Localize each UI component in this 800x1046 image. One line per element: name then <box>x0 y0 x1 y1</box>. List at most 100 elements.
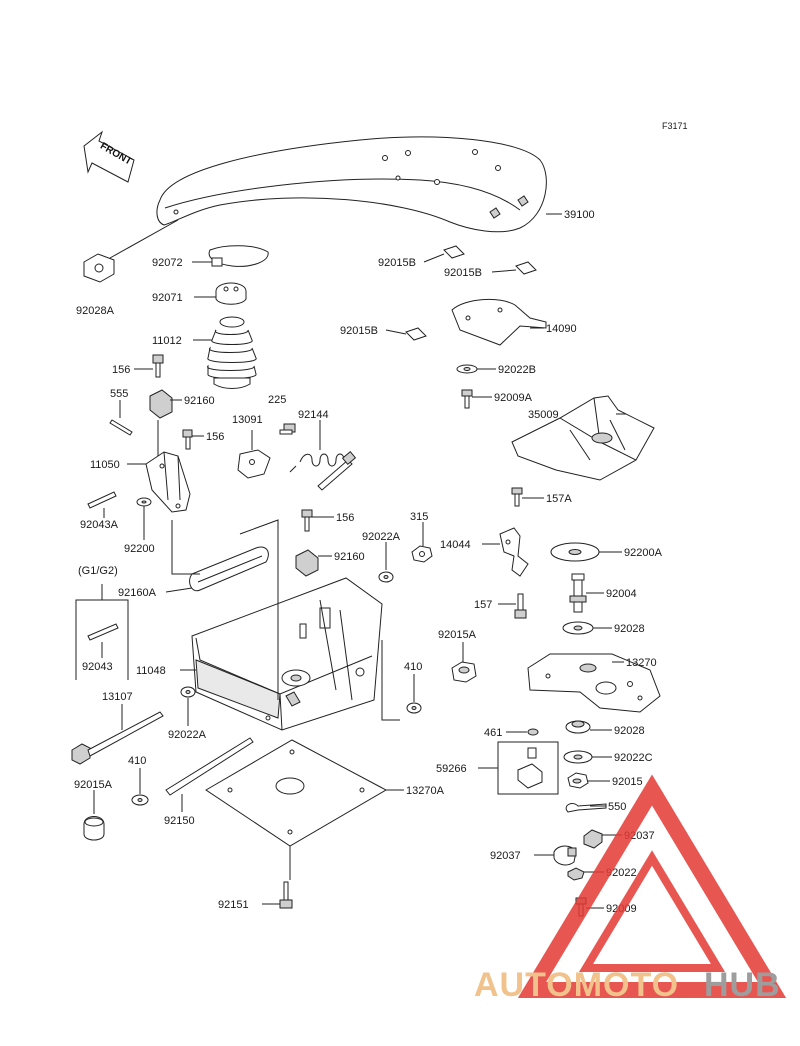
nut-315 <box>411 545 433 563</box>
label-92043a: 92043A <box>80 519 119 531</box>
bolt-156-a <box>152 354 164 378</box>
steering-base-11048 <box>191 577 383 731</box>
washer-92200a <box>550 542 600 562</box>
long-bolt-13107 <box>71 711 164 765</box>
clip-92015b-1 <box>443 245 465 259</box>
part-labels: 39100 92028A 92072 92071 11012 156 92015… <box>74 209 663 915</box>
spring-rod <box>317 451 357 491</box>
label-92160-a: 92160 <box>184 395 215 407</box>
label-59266: 59266 <box>436 763 467 775</box>
plate-13270 <box>527 653 661 713</box>
plate-13270a <box>205 739 388 847</box>
label-92150: 92150 <box>164 815 195 827</box>
stopper-92160-b <box>295 549 319 577</box>
cover-14090 <box>451 298 547 346</box>
cap-nut-92015a-2 <box>83 816 105 841</box>
label-92144: 92144 <box>298 409 329 421</box>
washer-92022 <box>567 867 585 881</box>
label-315: 315 <box>410 511 428 523</box>
label-92072: 92072 <box>152 257 183 269</box>
label-92015b-2: 92015B <box>444 267 482 279</box>
pad-92160a <box>189 546 269 592</box>
washer-92022b <box>456 364 478 374</box>
label-461: 461 <box>484 727 502 739</box>
pin-92043a <box>87 491 117 509</box>
hood-cover-39100 <box>156 136 547 233</box>
bolt-92151 <box>279 881 293 909</box>
label-92015b-1: 92015B <box>378 257 416 269</box>
label-39100: 39100 <box>564 209 595 221</box>
washer-92022a-2 <box>180 686 196 698</box>
pin-461 <box>527 728 539 736</box>
variant-bracket: (G1/G2) <box>75 565 129 680</box>
label-92071: 92071 <box>152 292 183 304</box>
nut-92015a-1 <box>451 661 477 683</box>
cap-92071 <box>215 282 247 305</box>
label-14090: 14090 <box>546 323 577 335</box>
label-92200a: 92200A <box>624 547 663 559</box>
label-92009a: 92009A <box>494 392 533 404</box>
label-92200: 92200 <box>124 543 155 555</box>
label-11048: 11048 <box>136 665 166 677</box>
label-92022c: 92022C <box>614 752 653 764</box>
washer-92022c <box>563 750 593 764</box>
fitting-92037-1 <box>583 829 603 849</box>
long-bolt-92150 <box>165 737 254 796</box>
front-arrow-icon: FRONT <box>83 130 135 183</box>
watermark: AUTOMOTO HUB <box>474 774 787 1004</box>
label-13270: 13270 <box>626 657 657 669</box>
label-92022b: 92022B <box>498 364 536 376</box>
figure-code: F3171 <box>662 121 688 131</box>
label-92004: 92004 <box>606 588 637 600</box>
watermark-text-auto: AUTOMOTO <box>474 966 679 1004</box>
label-11012: 11012 <box>152 335 182 347</box>
pin-92043 <box>87 623 119 641</box>
label-13091: 13091 <box>232 414 263 426</box>
label-410-a: 410 <box>404 661 422 673</box>
label-92015b-3: 92015B <box>340 325 378 337</box>
bracket-13091 <box>237 449 271 479</box>
cotter-pin-550 <box>565 803 607 813</box>
bracket-14044 <box>499 527 529 577</box>
label-92015a-1: 92015A <box>438 629 477 641</box>
label-92160a: 92160A <box>118 587 157 599</box>
grommet-92028a <box>83 253 115 283</box>
label-92022a-1: 92022A <box>362 531 401 543</box>
washer-92028-1 <box>562 621 594 635</box>
label-92028a: 92028A <box>76 305 115 317</box>
label-92151: 92151 <box>218 899 249 911</box>
washer-92028-2 <box>565 720 591 734</box>
watermark-triangle-icon <box>517 774 787 998</box>
label-156-c: 156 <box>336 512 354 524</box>
label-92160-b: 92160 <box>334 551 365 563</box>
clip-92015b-2 <box>515 261 537 275</box>
label-550: 550 <box>608 801 626 813</box>
label-156-b: 156 <box>206 431 224 443</box>
washer-92200 <box>136 497 152 507</box>
label-157a: 157A <box>546 493 572 505</box>
steering-holder-35009 <box>511 395 655 481</box>
label-555: 555 <box>110 388 128 400</box>
label-410-b: 410 <box>128 755 146 767</box>
label-92028-1: 92028 <box>614 623 645 635</box>
bolt-157 <box>514 593 527 619</box>
label-13107: 13107 <box>102 691 133 703</box>
bolt-156-c <box>301 509 313 532</box>
label-157: 157 <box>474 599 492 611</box>
bolt-156-b <box>182 429 193 450</box>
label-92037-2: 92037 <box>490 850 521 862</box>
washer-92022a-1 <box>378 571 394 583</box>
label-92015a-2: 92015A <box>74 779 113 791</box>
label-225: 225 <box>268 394 286 406</box>
label-92015: 92015 <box>612 776 643 788</box>
label-156-a: 156 <box>112 364 130 376</box>
stud-92004 <box>569 573 587 613</box>
bracket-11050 <box>145 451 191 513</box>
label-35009: 35009 <box>528 409 559 421</box>
kit-box-59266 <box>497 741 559 795</box>
label-92022a-2: 92022A <box>168 729 207 741</box>
watermark-text-hub: HUB <box>704 966 781 1004</box>
label-92043: 92043 <box>82 661 113 673</box>
label-92028-2: 92028 <box>614 725 645 737</box>
nut-92015 <box>567 772 589 789</box>
